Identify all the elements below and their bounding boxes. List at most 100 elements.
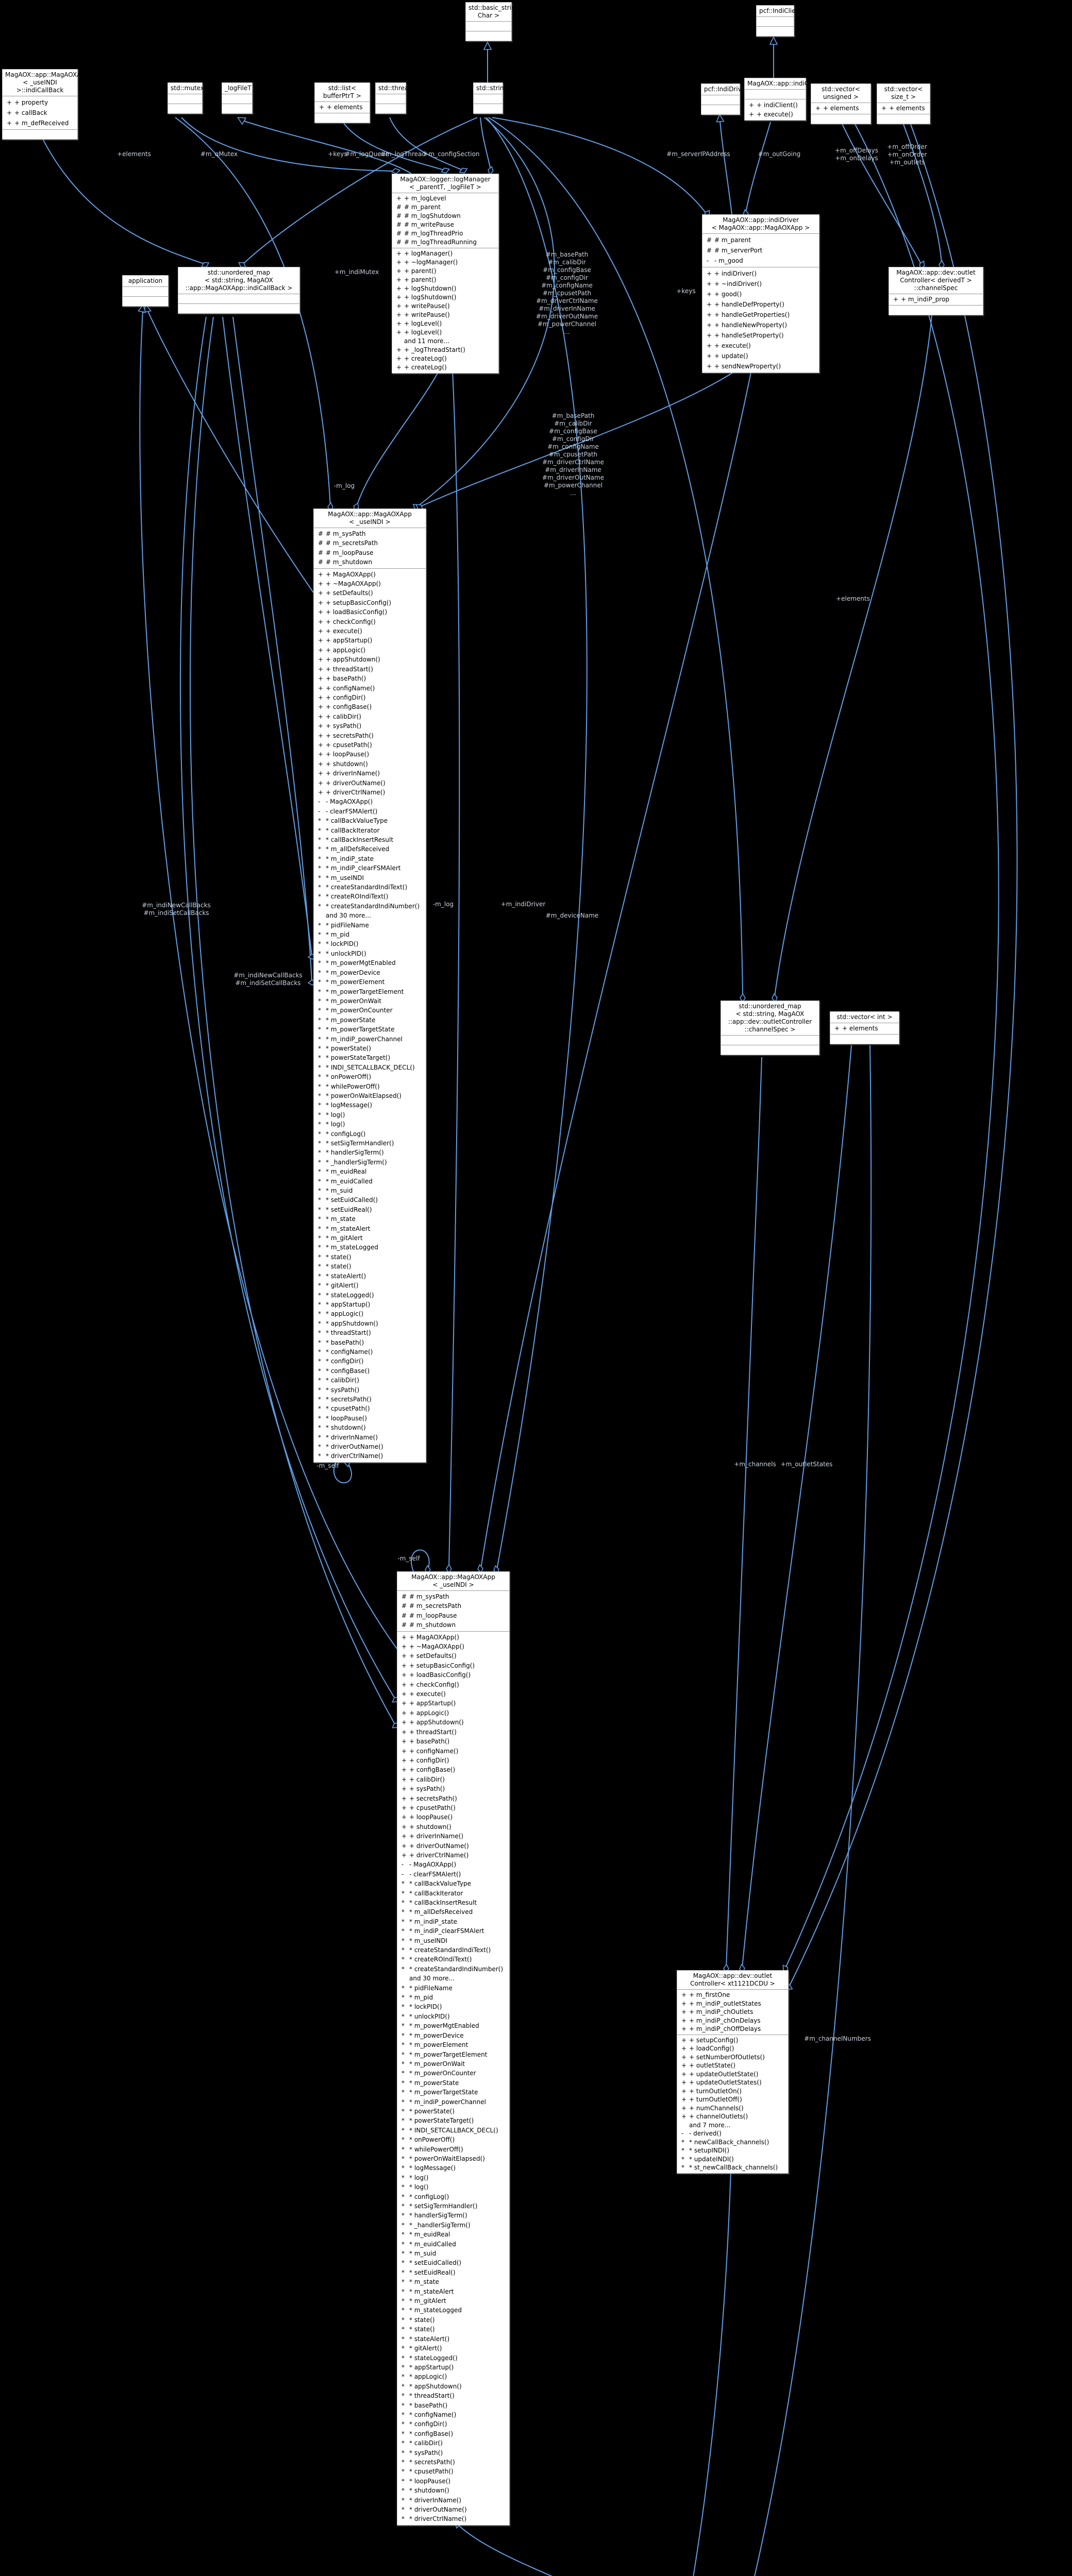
member: ** m_powerMgtEnabled (314, 958, 426, 968)
class-attrs-magaoxapp_a: ## m_sysPath## m_secretsPath## m_loopPau… (314, 528, 426, 569)
member: ** m_pid (314, 930, 426, 939)
class-logmanager[interactable]: MagAOX::logger::logManager < _parentT, _… (392, 174, 499, 374)
member-name: + sysPath() (409, 1785, 445, 1793)
member: ** m_stateLogged (314, 1243, 426, 1252)
class-mapindicallback[interactable]: std::unordered_map < std::string, MagAOX… (178, 267, 300, 314)
edge-label-line: -m_self (316, 1462, 339, 1469)
member-name: and 7 more... (689, 2121, 731, 2129)
member-visibility: * (401, 2411, 405, 2418)
class-title-logfilet: _logFileT (222, 83, 252, 94)
member: ++ setNumberOfOutlets() (677, 2053, 788, 2062)
member: ## m_shutdown (397, 1620, 509, 1630)
member-visibility: # (401, 1593, 407, 1600)
member: ** configBase() (314, 1366, 426, 1376)
edge-appA-application (147, 311, 314, 593)
edge-label-line: #m_driverCtrlName (542, 459, 604, 466)
member: -- clearFSMAlert() (314, 807, 426, 816)
member-visibility: + (681, 2025, 687, 2032)
class-application[interactable]: application (122, 275, 169, 307)
edge-label-l_log_a: -m_log (334, 482, 355, 490)
member-visibility: * (401, 2250, 405, 2258)
member-visibility: # (707, 247, 712, 254)
member-name: * configName() (409, 2411, 457, 2418)
member: ++ shutdown() (314, 759, 426, 769)
member-visibility: * (401, 1994, 405, 2002)
member-name: + appShutdown() (326, 656, 380, 664)
member-visibility: * (318, 1244, 321, 1251)
member: ** unlockPID() (397, 2012, 509, 2021)
class-outletcontroller[interactable]: MagAOX::app::dev::outlet Controller< xt1… (677, 1970, 789, 2174)
member-visibility: + (396, 320, 402, 327)
member: ** m_indiP_clearFSMAlert (314, 863, 426, 873)
class-title-stdstring: std::string (474, 83, 508, 94)
edge-label-line: ... (564, 328, 570, 335)
member-visibility: * (401, 2430, 405, 2437)
class-magaoxapp_b[interactable]: MagAOX::app::MagAOXApp < _useINDI >## m_… (397, 1571, 510, 2526)
class-basicstring[interactable]: std::basic_string< Char > (465, 2, 524, 41)
member: ** onPowerOff() (314, 1072, 426, 1081)
member: ++ execute() (745, 110, 806, 119)
member: ** driverInName() (397, 2496, 509, 2505)
member: ** _handlerSigTerm() (397, 2221, 509, 2230)
member-name: * sysPath() (326, 1386, 360, 1394)
member-visibility: * (401, 1889, 405, 1897)
member-visibility: * (401, 2136, 405, 2144)
member-visibility: * (318, 1111, 321, 1118)
class-stdstring[interactable]: std::string (473, 82, 508, 114)
member-visibility: + (396, 302, 402, 310)
class-title-thread: std::thread (376, 83, 412, 94)
member-name: + shutdown() (326, 760, 368, 768)
class-title-bufferlist: std::list< bufferPtrT > (315, 83, 370, 102)
class-pcfindidriver[interactable]: pcf::IndiDriver (701, 83, 748, 115)
member-name: * callBackValueType (326, 817, 388, 825)
class-pcfindiclient[interactable]: pcf::IndiClient (756, 5, 802, 37)
member: ** createStandardIndiText() (314, 883, 426, 892)
member-name: * appShutdown() (326, 1319, 378, 1327)
inheritance-arrow-icon (483, 41, 492, 50)
class-title-magaoxapp_b: MagAOX::app::MagAOXApp < _useINDI > (397, 1572, 509, 1591)
member: * * log() (314, 1110, 426, 1120)
member-name: * callBackInsertResult (409, 1899, 477, 1906)
member-visibility: * (681, 2138, 684, 2146)
class-logfilet[interactable]: _logFileT (222, 82, 253, 114)
class-attrs-indicallback: ++ property++ callBack++ m_defReceived (3, 96, 77, 130)
member: ## m_shutdown (314, 557, 426, 567)
class-mapchannelspec[interactable]: std::unordered_map < std::string, MagAOX… (721, 1001, 819, 1055)
member-name: and 11 more... (404, 337, 450, 345)
member: ** updateINDI() (677, 2155, 788, 2164)
member-visibility: * (401, 2060, 405, 2067)
member: ** sysPath() (397, 2448, 509, 2458)
member-name: # m_parent (404, 204, 441, 211)
class-mutex[interactable]: std::mutex (167, 82, 204, 114)
member: ++ loadConfig() (677, 2044, 788, 2053)
member: ++ outletState() (677, 2061, 788, 2070)
member: ** m_powerElement (314, 977, 426, 987)
member-visibility: * (401, 2297, 405, 2305)
class-attrs-stdstring (474, 94, 502, 104)
class-title-basicstring: std::basic_string< Char > (466, 3, 524, 22)
member: ** callBackValueType (397, 1879, 509, 1888)
member-visibility: * (401, 2449, 405, 2456)
member-visibility: * (318, 1215, 321, 1223)
member-name: * m_powerMgtEnabled (326, 959, 396, 967)
class-indidriver[interactable]: MagAOX::app::indiDriver < MagAOX::app::M… (702, 214, 819, 373)
class-thread[interactable]: std::thread (375, 82, 412, 114)
member-visibility: + (318, 628, 324, 635)
edge-label-l_qmutex: #m_qMutex (200, 150, 238, 158)
member: ** m_useINDI (314, 873, 426, 883)
class-methods-logfilet (222, 104, 252, 113)
class-vecsizet[interactable]: std::vector< size_t >++ elements (877, 83, 930, 124)
member-name: - clearFSMAlert() (326, 807, 378, 815)
class-vecint[interactable]: std::vector< int >++ elements (830, 1011, 899, 1044)
member-name: * m_indiP_state (326, 855, 374, 862)
class-appindiclient[interactable]: MagAOX::app::indiClient++ indiClient()++… (744, 78, 823, 121)
class-bufferlist[interactable]: std::list< bufferPtrT >++ elements (314, 82, 370, 123)
class-channelspec[interactable]: MagAOX::app::dev::outlet Controller< der… (889, 267, 983, 315)
member-name: * log() (326, 1111, 345, 1118)
member-visibility: * (401, 2439, 405, 2447)
class-indicallback[interactable]: MagAOX::app::MagAOXApp < _useINDI >::ind… (2, 69, 89, 140)
class-vecunsigned[interactable]: std::vector< unsigned >++ elements (811, 83, 871, 124)
member: ** loopPause() (397, 2477, 509, 2486)
class-magaoxapp_a[interactable]: MagAOX::app::MagAOXApp < _useINDI >## m_… (313, 509, 426, 1463)
member-visibility: + (681, 2016, 687, 2024)
